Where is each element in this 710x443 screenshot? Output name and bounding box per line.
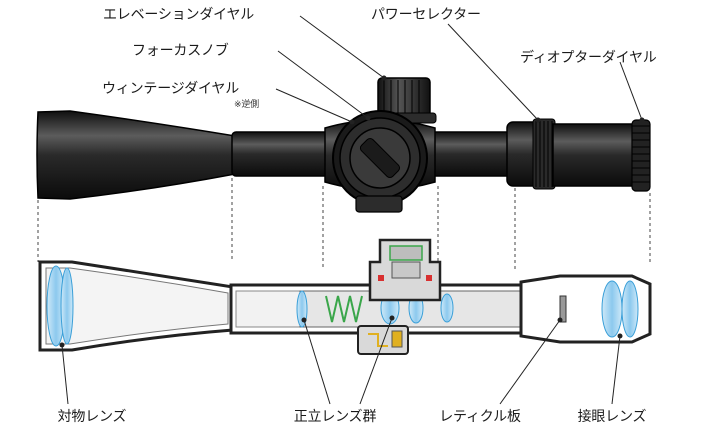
spring-shape — [325, 295, 363, 323]
label-power-selector: パワーセレクター — [371, 7, 481, 23]
label-reticle-plate: レティクル板 — [439, 409, 521, 425]
scope-exterior — [36, 77, 651, 213]
label-diopter-dial: ディオプターダイヤル — [520, 50, 657, 66]
label-windage-note: ※逆側 — [234, 100, 259, 110]
reticle-shape — [559, 295, 567, 323]
label-elevation-dial: エレベーションダイヤル — [103, 7, 255, 23]
label-eyepiece-lens: 接眼レンズ — [577, 409, 647, 425]
power-selector-ribs — [532, 118, 556, 190]
eyepiece-lens-shape — [601, 280, 639, 338]
erector-lenses-shape — [296, 290, 454, 328]
leader-lines — [61, 15, 643, 405]
focus-knob — [332, 110, 428, 206]
diopter-dial — [631, 119, 651, 192]
label-windage-dial: ウィンテージダイヤル — [102, 81, 240, 97]
guide-lines — [37, 178, 651, 270]
scope-cross-section — [38, 238, 652, 355]
label-objective-lens: 対物レンズ — [57, 409, 127, 425]
objective-lens-shape — [46, 265, 74, 347]
label-focus-knob: フォーカスノブ — [132, 43, 229, 59]
label-erector-lens-group: 正立レンズ群 — [293, 409, 377, 425]
